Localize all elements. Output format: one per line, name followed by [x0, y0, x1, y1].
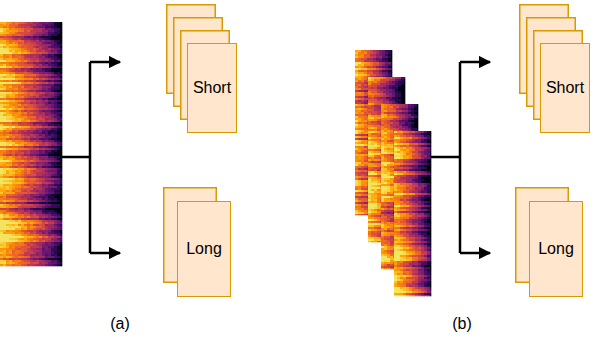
spectrogram-image	[394, 131, 431, 296]
stacked-card: Short	[540, 43, 590, 133]
branch-wire	[62, 156, 90, 159]
panel-label: (b)	[452, 315, 472, 333]
spectrogram-image	[381, 104, 418, 269]
branch-wire	[431, 156, 460, 159]
branch-arrow	[90, 61, 120, 64]
spectrogram-image	[355, 50, 392, 215]
card-label: Short	[546, 79, 584, 97]
card-label: Long	[538, 240, 574, 258]
card-label: Long	[186, 240, 222, 258]
stacked-card: Long	[177, 201, 231, 297]
spectrogram-image	[368, 77, 405, 242]
branch-wire	[459, 62, 462, 253]
branch-arrow	[90, 252, 120, 255]
spectrogram-image	[0, 22, 62, 266]
panel-label: (a)	[110, 315, 130, 333]
branch-arrow	[460, 61, 490, 64]
branch-arrow	[460, 252, 490, 255]
stacked-card: Short	[187, 43, 237, 133]
stacked-card: Long	[529, 201, 583, 297]
branch-wire	[89, 62, 92, 253]
card-label: Short	[193, 79, 231, 97]
